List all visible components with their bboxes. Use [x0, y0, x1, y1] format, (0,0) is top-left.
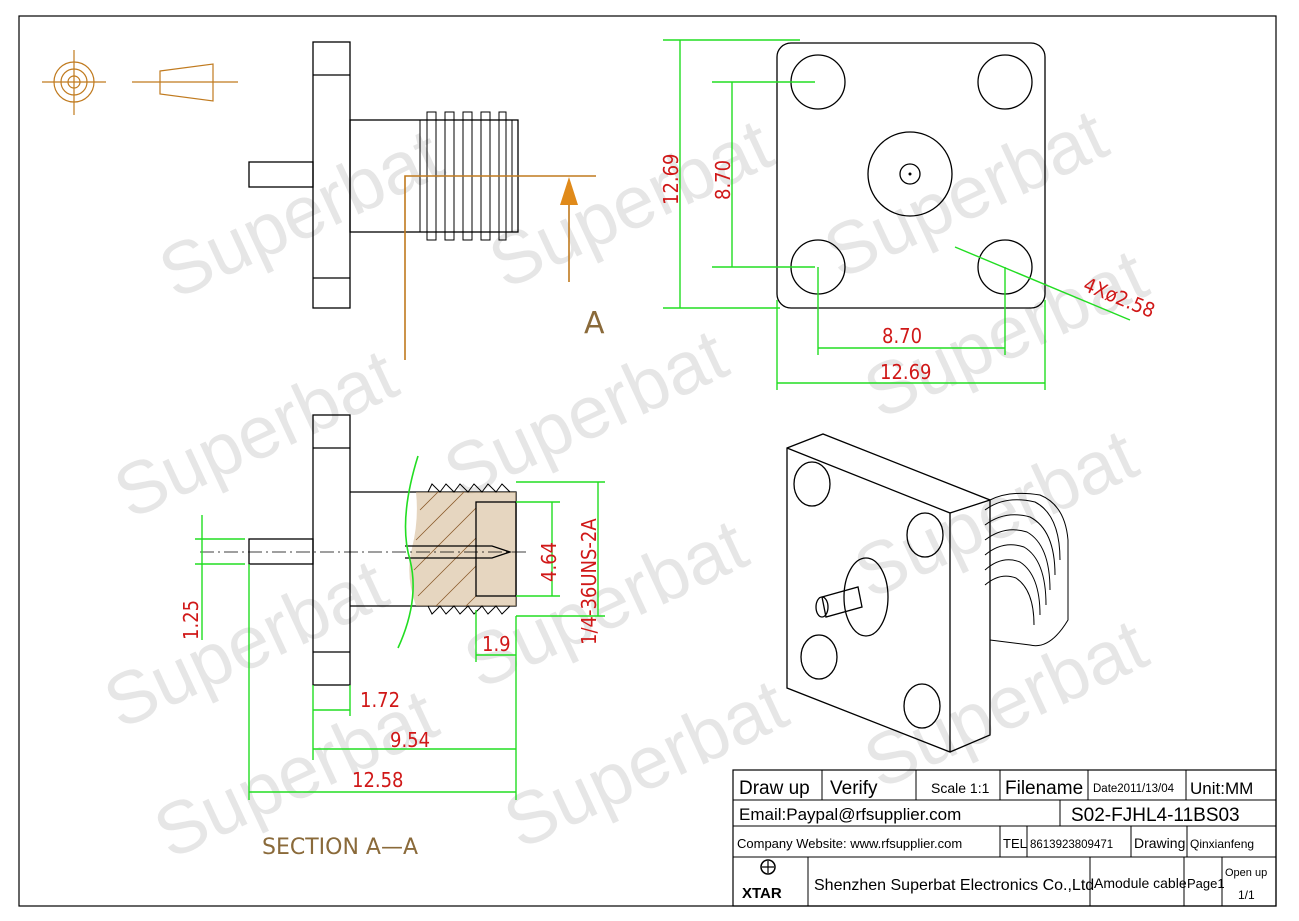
tb-email: Email:Paypal@rfsupplier.com	[739, 805, 961, 824]
tb-page: Page1	[1187, 876, 1225, 891]
watermark-group: Superbat Superbat Superbat Superbat Supe…	[92, 92, 1160, 874]
tb-drawing-label: Drawing	[1134, 835, 1185, 851]
tb-logo-text: XTAR	[742, 885, 782, 902]
side-view: A	[248, 41, 605, 360]
tb-open-up: Open up	[1225, 867, 1267, 879]
drawing-frame	[18, 15, 1277, 907]
dim-body-len: 9.54	[390, 728, 430, 752]
tb-date: Date2011/13/04	[1093, 783, 1175, 795]
watermark: Superbat	[147, 112, 455, 314]
watermark: Superbat	[842, 412, 1150, 614]
title-block: Draw up Verify Scale 1:1 Filename Date20…	[732, 769, 1277, 907]
dim-front-width-inner: 8.70	[882, 324, 922, 348]
tb-filename: Filename	[1005, 778, 1083, 799]
tb-unit: Unit:MM	[1190, 779, 1253, 798]
tb-tel: 8613923809471	[1030, 839, 1113, 851]
tb-draw-up: Draw up	[739, 778, 810, 799]
tb-open-up-value: 1/1	[1238, 888, 1255, 902]
section-marker: A	[584, 306, 605, 341]
dim-tip: 1.9	[482, 632, 511, 656]
projection-symbol-icon	[42, 50, 238, 115]
dim-thread: 1/4-36UNS-2A	[577, 518, 601, 645]
section-view: 1.25 1/4-36UNS-2A 4.64 1.9 1.72 9.54 12.…	[179, 414, 605, 860]
dim-pin: 1.25	[179, 600, 203, 640]
dim-flange: 1.72	[360, 688, 400, 712]
dim-front-height-inner: 8.70	[711, 160, 735, 200]
dim-front-height: 12.69	[659, 154, 683, 206]
tb-part-no: S02-FJHL4-11BS03	[1071, 805, 1240, 826]
dim-total-len: 12.58	[352, 768, 404, 792]
xtar-logo-icon: XTAR	[742, 859, 782, 902]
watermark: Superbat	[102, 332, 410, 534]
dim-bore: 4.64	[537, 542, 561, 582]
watermark: Superbat	[432, 312, 740, 514]
tb-scale: Scale 1:1	[931, 780, 990, 796]
tb-product: Amodule cable	[1094, 875, 1187, 891]
section-label: SECTION A—A	[262, 835, 418, 860]
watermark: Superbat	[492, 662, 800, 864]
isometric-view	[786, 433, 1069, 753]
dim-front-width: 12.69	[880, 360, 932, 384]
watermark: Superbat	[477, 102, 785, 304]
watermark: Superbat	[852, 602, 1160, 804]
tb-tel-label: TEL	[1003, 836, 1027, 851]
tb-verify: Verify	[830, 778, 878, 799]
tb-drawer: Qinxianfeng	[1190, 837, 1254, 851]
tb-website: Company Website: www.rfsupplier.com	[737, 836, 962, 851]
tb-company: Shenzhen Superbat Electronics Co.,Ltd	[814, 877, 1094, 894]
